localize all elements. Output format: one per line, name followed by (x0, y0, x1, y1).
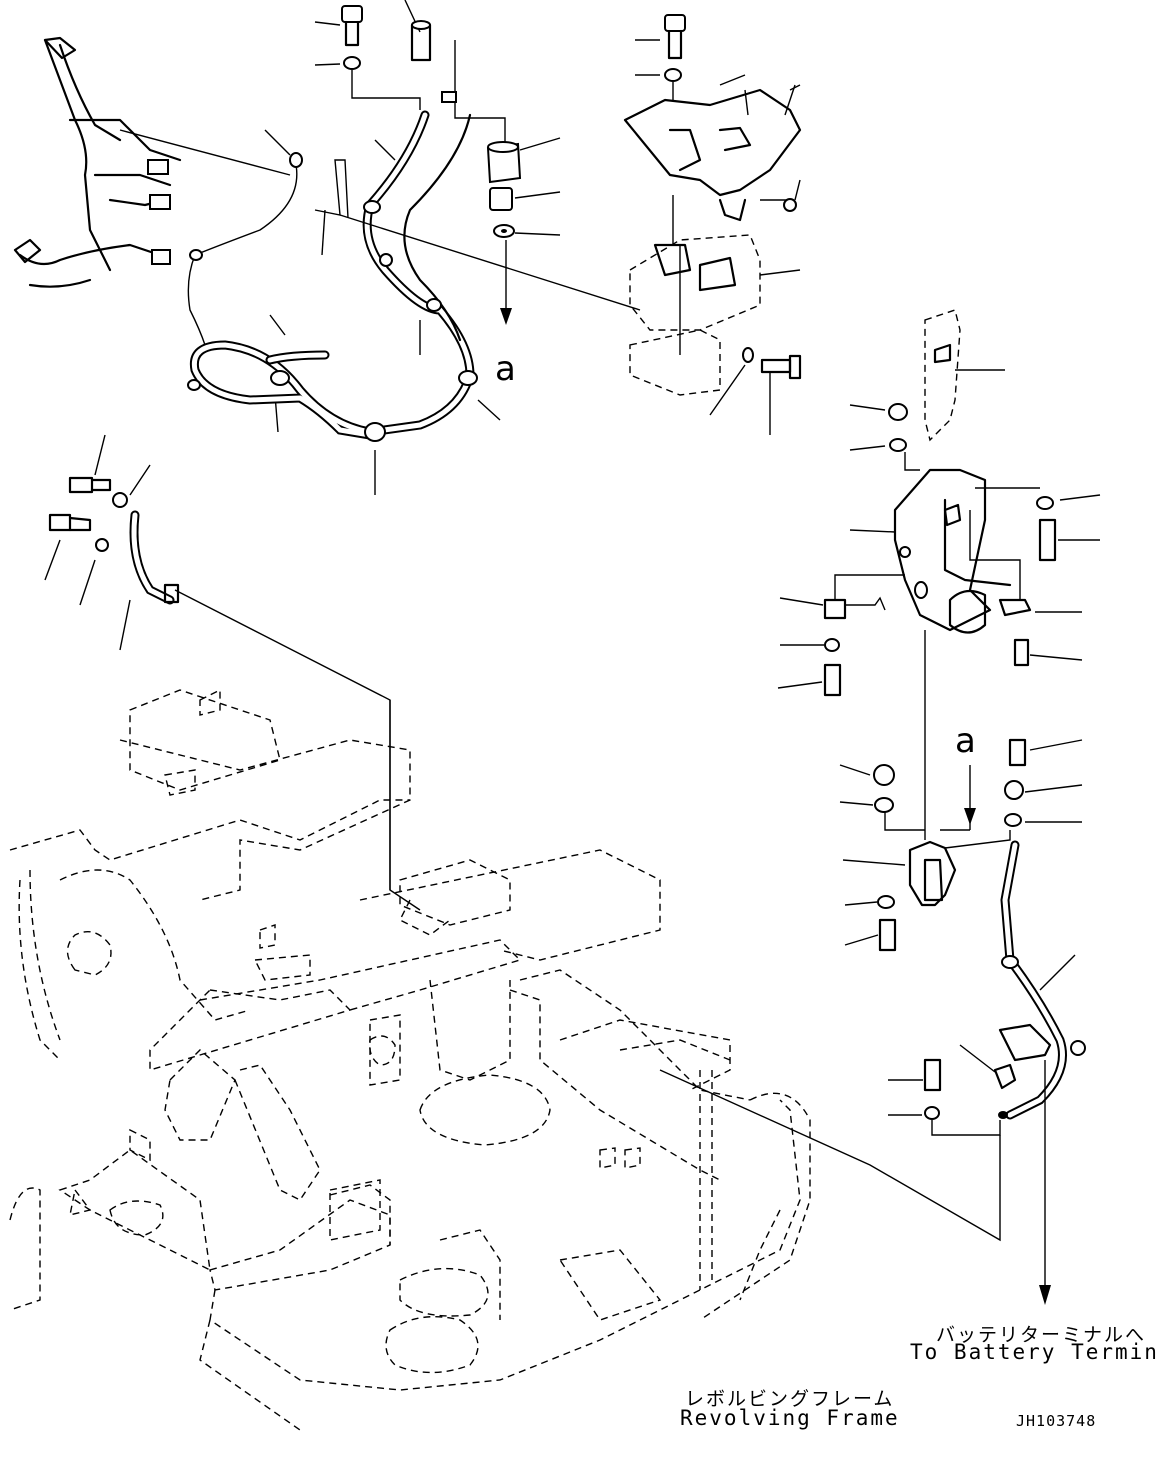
disconnect-switch-assembly (777, 309, 1101, 840)
callout-leaders (264, 0, 501, 495)
upper-bracket-assembly (623, 14, 802, 435)
left-ground-cable (44, 434, 421, 911)
ref-mark-a-top: a (495, 349, 517, 389)
switch-and-cable (659, 738, 1086, 1305)
revolving-frame-label-en: Revolving Frame (680, 1406, 900, 1430)
cable-loops (187, 110, 641, 442)
top-center-fasteners (341, 5, 561, 325)
revolving-frame-label-jp: レボルビングフレーム (685, 1388, 895, 1410)
drawing-code: JH103748 (1016, 1412, 1097, 1430)
ref-mark-a-right: a (955, 721, 977, 761)
battery-terminal-label-en: To Battery Terminal (910, 1340, 1157, 1364)
revolving-frame (9, 688, 811, 1431)
battery-terminal-label-jp: バッテリターミナルへ (936, 1324, 1147, 1346)
wiring-harness (13, 36, 291, 288)
